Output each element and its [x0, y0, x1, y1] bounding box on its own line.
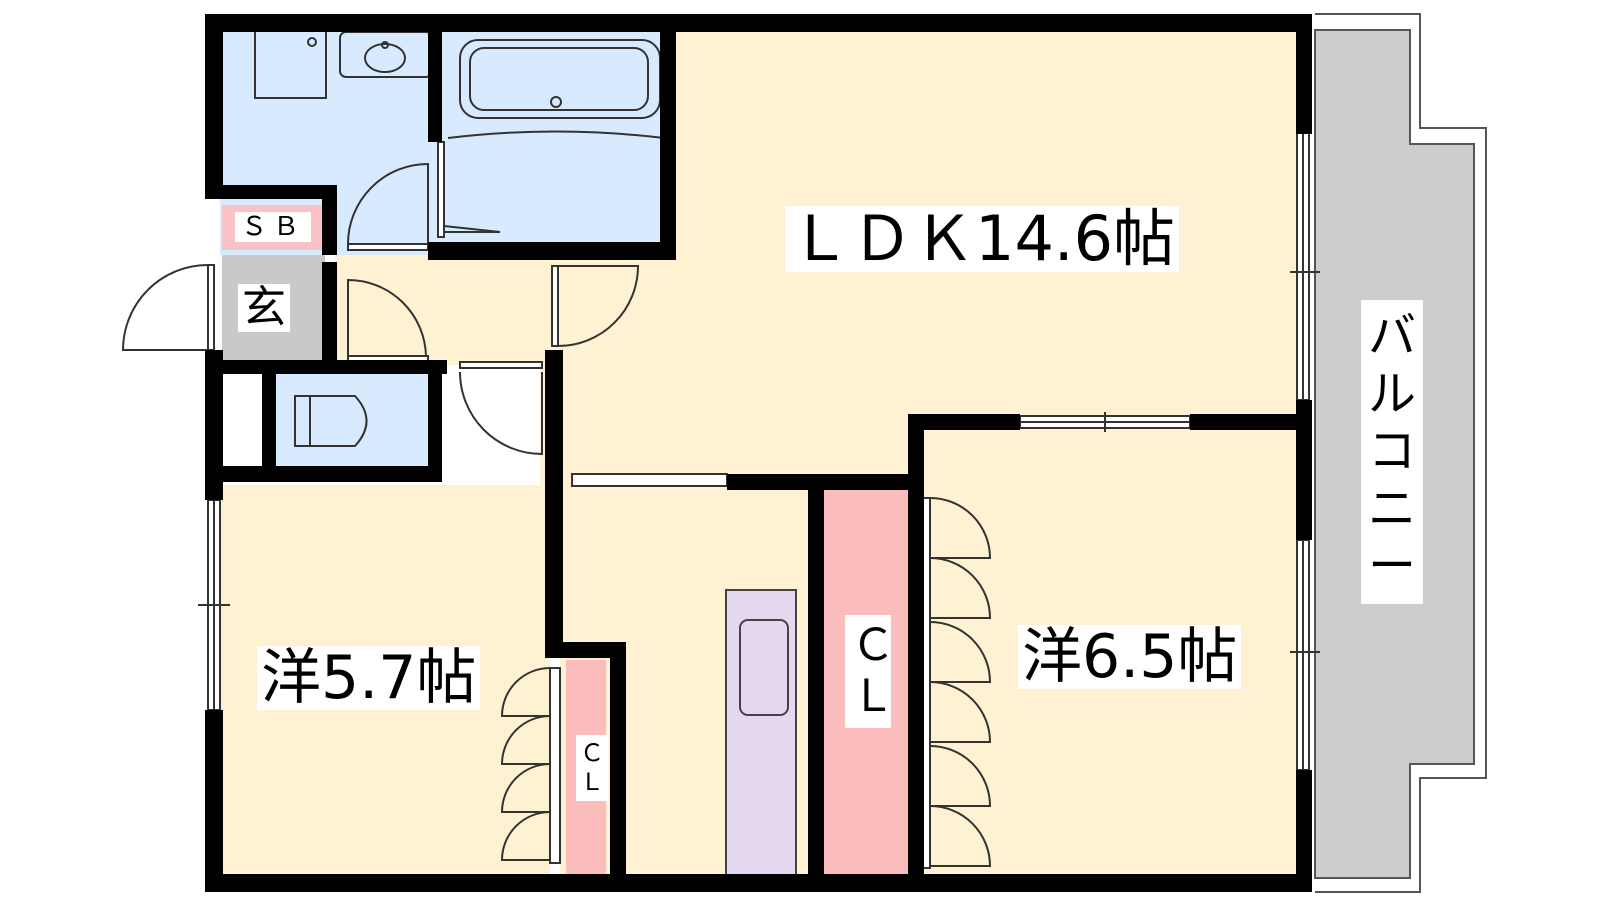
washer-pan: [254, 32, 327, 99]
wall-hall-bottom: [205, 360, 447, 374]
washer-drain: [307, 37, 317, 47]
bathroom-floor: [440, 30, 670, 245]
wall-left-top: [205, 14, 223, 199]
wall-toilet-mid: [262, 368, 276, 478]
closet-small-door-2: [500, 715, 551, 765]
wall-western-b-top-right: [1190, 414, 1312, 430]
western-room-a-label: 洋5.7帖: [257, 646, 481, 710]
wall-closet-large-left: [808, 474, 824, 892]
wall-left-bottom: [205, 710, 223, 890]
wall-entrance-side: [322, 262, 337, 360]
closet-large-label: ＣＬ: [845, 615, 895, 729]
wall-shoebox-top: [205, 185, 337, 199]
walls: [205, 14, 1312, 892]
wall-left-mid: [205, 350, 223, 500]
wall-western-b-left: [908, 414, 924, 890]
vanity-faucet: [381, 41, 389, 49]
closet-small-door-track: [549, 667, 561, 864]
ldk-door-swing: [557, 265, 640, 347]
balcony-label: バルコニー: [1361, 300, 1423, 604]
washroom-door-swing: [347, 162, 429, 245]
ldk-door-leaf: [551, 265, 559, 347]
wall-bath-bottom: [428, 242, 676, 260]
bath-door-fold: [443, 225, 501, 233]
entrance-door-swing: [121, 264, 209, 351]
wall-right-bottom: [1296, 770, 1312, 892]
bath-door-leaf: [437, 141, 445, 238]
wall-closet-small-top: [545, 642, 625, 658]
kitchen-counter: [725, 589, 797, 881]
wall-toilet-bottom: [205, 466, 442, 482]
corridor-sliding-door: [571, 473, 728, 487]
entrance-label: 玄: [238, 284, 290, 332]
balcony-outer-outline: [1315, 13, 1487, 893]
ldk-label: ＬＤＫ14.6帖: [785, 206, 1180, 272]
toilet-door-swing: [459, 371, 543, 456]
vanity-basin: [364, 43, 406, 73]
western-room-b-label: 洋6.5帖: [1018, 625, 1242, 689]
closet-large-door-5: [929, 745, 992, 807]
closet-small-door-1: [500, 667, 551, 717]
closet-large-door-3: [929, 621, 992, 683]
toilet-floor: [275, 368, 435, 466]
toilet-bowl: [309, 395, 368, 447]
wall-closet-small-right: [610, 642, 626, 890]
wall-top: [205, 14, 1312, 32]
wall-washroom-right: [428, 30, 442, 142]
hall-floor: [335, 255, 550, 365]
closet-large-door-6: [929, 805, 992, 867]
closet-large-door-4: [929, 681, 992, 743]
hall-door-swing: [347, 278, 428, 357]
washroom-door-leaf: [347, 243, 429, 251]
toilet-door-leaf: [459, 361, 543, 369]
shoe-box-label: ＳＢ: [235, 212, 312, 242]
wall-western-a-right: [545, 350, 563, 650]
closet-small-door-3: [500, 763, 551, 813]
closet-small-door-4: [500, 811, 551, 861]
bathtub-drain: [550, 96, 562, 108]
closet-small-label: ＣＬ: [576, 735, 608, 801]
bath-floor-line: [447, 130, 665, 139]
closet-large-door-2: [929, 557, 992, 619]
closet-large-door-1: [929, 497, 992, 559]
wall-right-top: [1296, 14, 1312, 134]
storage-floor: [220, 368, 265, 466]
kitchen-counter-body: [725, 589, 797, 881]
wall-right-mid: [1296, 400, 1312, 540]
wall-western-b-top-left: [908, 414, 1020, 430]
kitchen-sink: [739, 619, 789, 716]
wall-closet-large-top: [808, 474, 920, 490]
wall-toilet-right: [428, 360, 442, 478]
wall-bath-right: [660, 30, 676, 260]
wall-shoebox-side: [322, 185, 337, 255]
bathtub-inner: [469, 47, 649, 111]
entrance-door-leaf: [207, 264, 215, 351]
wall-bottom: [205, 874, 1312, 892]
